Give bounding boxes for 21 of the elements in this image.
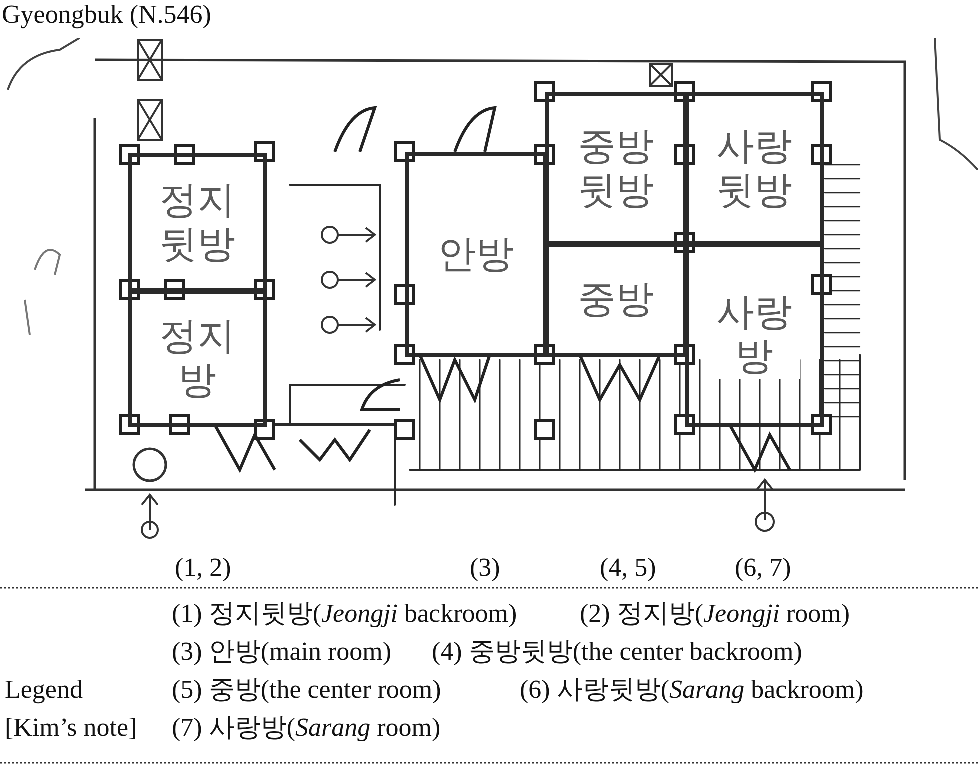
- legend-entry: (5) 중방(the center room): [172, 677, 442, 703]
- room: [405, 152, 547, 357]
- title: Gyeongbuk (N.546): [2, 2, 212, 28]
- legend-entry: (1) 정지뒷방(Jeongji backroom): [172, 601, 518, 627]
- legend-entry: (2) 정지방(Jeongji room): [580, 601, 850, 627]
- legend-heading: Legend: [5, 677, 83, 703]
- room: [545, 92, 687, 245]
- column-reference: (6, 7): [735, 555, 792, 581]
- room: [685, 243, 824, 427]
- legend-entry: (4) 중방뒷방(the center backroom): [432, 639, 802, 665]
- room: [128, 153, 267, 292]
- legend-entry: (6) 사랑뒷방(Sarang backroom): [520, 677, 864, 703]
- legend-entry: (3) 안방(main room): [172, 639, 392, 665]
- note-label: [Kim’s note]: [5, 715, 138, 741]
- room: [128, 290, 267, 427]
- column-reference: (4, 5): [600, 555, 656, 581]
- column-reference: (3): [470, 555, 500, 581]
- column-reference: (1, 2): [175, 555, 232, 581]
- room: [685, 92, 824, 245]
- room: [545, 243, 687, 357]
- legend-entry: (7) 사랑방(Sarang room): [172, 715, 441, 741]
